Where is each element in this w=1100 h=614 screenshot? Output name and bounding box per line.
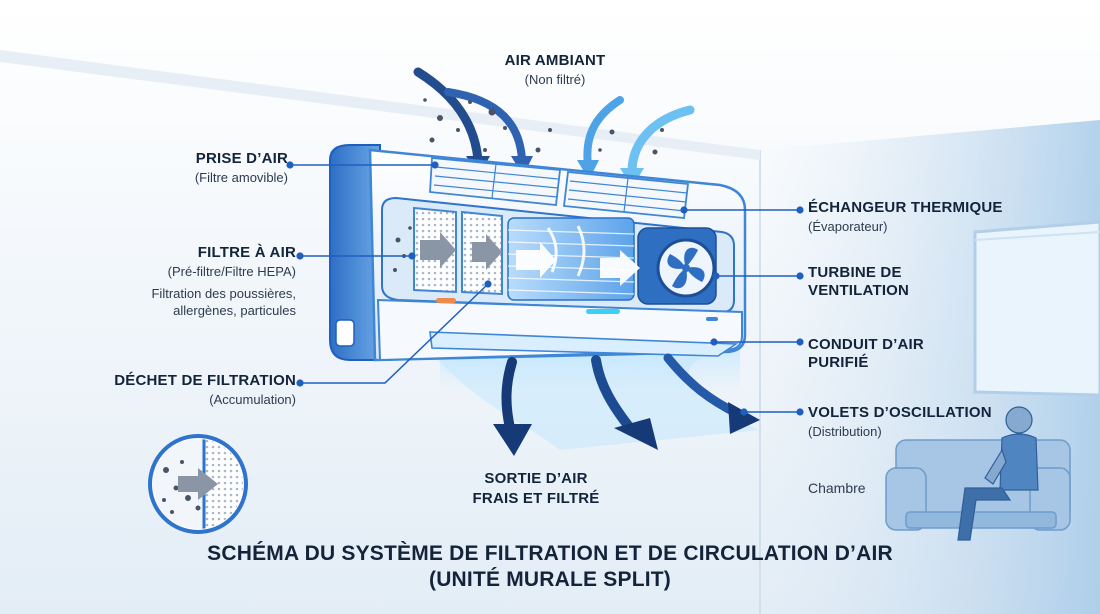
label-filtration-waste: DÉCHET DE FILTRATION (Accumulation) [60,372,296,408]
label-heat-exchanger: ÉCHANGEUR THERMIQUE (Évaporateur) [808,199,1048,235]
label-heat-exchanger-title: ÉCHANGEUR THERMIQUE [808,199,1003,216]
label-louvers: VOLETS D’OSCILLATION (Distribution) [808,404,1028,440]
label-room: Chambre [808,480,866,496]
label-filtration-waste-sub: (Accumulation) [209,392,296,407]
label-air-outlet-line2: FRAIS ET FILTRÉ [472,490,600,507]
label-air-filter: FILTRE À AIR (Pré-filtre/Filtre HEPA) Fi… [88,244,296,319]
room-window [973,220,1100,397]
outgoing-air-arrows [493,353,760,456]
main-title-line1: SCHÉMA DU SYSTÈME DE FILTRATION ET DE CI… [207,542,893,565]
leader-lines [286,161,804,416]
label-ambient-air: AIR AMBIANT (Non filtré) [480,52,630,88]
label-air-intake-title: PRISE D’AIR [195,150,288,167]
label-purified-duct-line1: CONDUIT D’AIR [808,336,924,353]
label-fan-turbine-line1: TURBINE DE [808,264,902,281]
person-icon [957,406,1039,541]
label-air-filter-note-2: allergènes, particules [173,303,296,319]
label-fan-turbine: TURBINE DE VENTILATION [808,264,1008,300]
label-air-filter-title: FILTRE À AIR [197,244,296,261]
label-air-outlet-line1: SORTIE D’AIR [484,470,588,487]
dust-particles [423,98,664,155]
main-title: SCHÉMA DU SYSTÈME DE FILTRATION ET DE CI… [0,541,1100,593]
filter-magnifier-inset [148,434,248,534]
label-purified-duct-line2: PURIFIÉ [808,354,869,371]
label-heat-exchanger-sub: (Évaporateur) [808,219,888,234]
label-purified-duct: CONDUIT D’AIR PURIFIÉ [808,336,1008,372]
label-louvers-sub: (Distribution) [808,424,882,439]
label-filtration-waste-title: DÉCHET DE FILTRATION [114,372,296,389]
label-air-intake-sub: (Filtre amovible) [194,170,288,185]
fan-icon [667,247,705,289]
label-air-filter-note-1: Filtration des poussières, [151,285,296,301]
label-fan-turbine-line2: VENTILATION [808,282,910,299]
label-ambient-air-sub: (Non filtré) [524,72,586,87]
label-louvers-title: VOLETS D’OSCILLATION [808,404,992,421]
label-air-outlet: SORTIE D’AIR FRAIS ET FILTRÉ [446,470,626,508]
label-air-intake: PRISE D’AIR (Filtre amovible) [100,150,288,186]
ceiling-edge [0,50,760,160]
main-title-line2: (UNITÉ MURALE SPLIT) [429,568,671,591]
label-ambient-air-title: AIR AMBIANT [504,52,606,69]
label-air-filter-sub: (Pré-filtre/Filtre HEPA) [167,264,296,279]
